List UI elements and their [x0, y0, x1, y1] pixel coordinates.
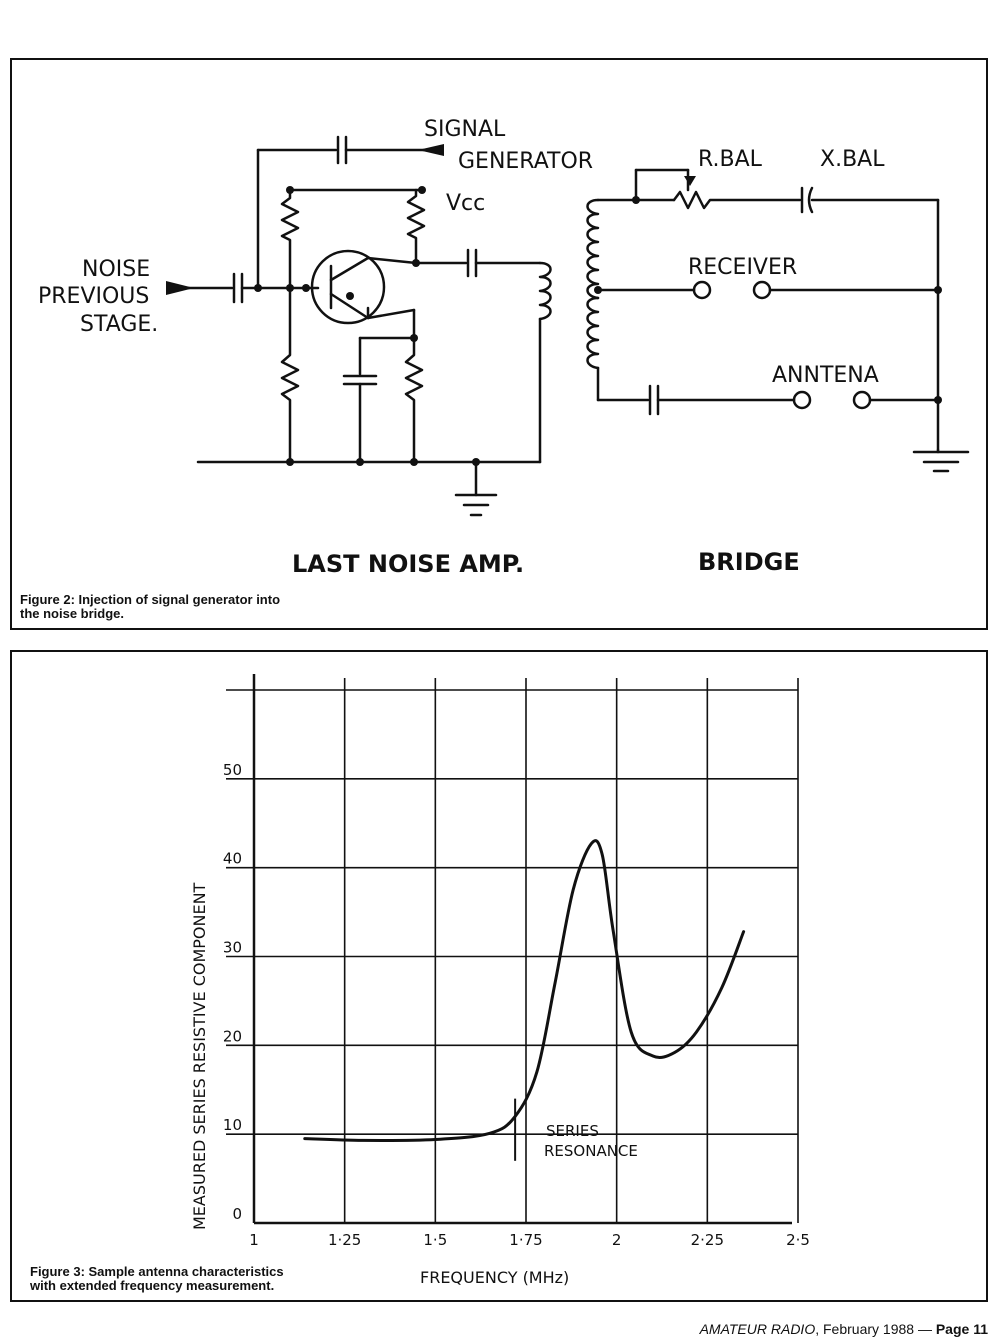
signal-generator-arrow — [418, 144, 444, 156]
x-tick-label: 1·25 — [328, 1231, 361, 1249]
x-tick-label: 1·5 — [423, 1231, 447, 1249]
x-tick-label: 1·75 — [509, 1231, 542, 1249]
figure3-caption-line2: with extended frequency measurement. — [30, 1278, 275, 1293]
y-tick-label: 0 — [232, 1205, 242, 1223]
label-r-bal: R.BAL — [698, 147, 763, 172]
y-axis-label: MEASURED SERIES RESISTIVE COMPONENT — [190, 882, 209, 1230]
y-tick-label: 40 — [223, 850, 242, 868]
figure2-caption-line1: Figure 2: Injection of signal generator … — [20, 592, 281, 607]
bridge-transformer-coil-lower — [586, 296, 600, 370]
y-tick-label: 10 — [223, 1116, 242, 1134]
label-last-noise-amp: LAST NOISE AMP. — [292, 550, 524, 578]
annotation-resonance: RESONANCE — [544, 1142, 638, 1160]
antenna-terminal-a — [792, 390, 812, 410]
figure3-caption: Figure 3: Sample antenna characteristics… — [30, 1265, 350, 1293]
noise-input-arrow — [166, 281, 194, 295]
y-tick-label: 50 — [223, 761, 242, 779]
label-antenna: ANNTENA — [772, 363, 879, 388]
receiver-terminal-a — [692, 280, 712, 300]
bias-resistor-top — [280, 188, 300, 290]
footer-page: Page 11 — [935, 1321, 988, 1337]
footer-magazine: AMATEUR RADIO — [699, 1321, 816, 1337]
footer-date: , February 1988 — — [815, 1321, 936, 1337]
collector-resistor — [406, 188, 426, 265]
figure2-caption: Figure 2: Injection of signal generator … — [20, 593, 340, 621]
figure2-caption-line2: the noise bridge. — [20, 606, 125, 621]
y-tick-label: 30 — [223, 939, 242, 957]
bridge-transformer-coil-upper — [586, 198, 600, 300]
x-tick-label: 2 — [612, 1231, 622, 1249]
figure3-caption-line1: Figure 3: Sample antenna characteristics — [30, 1264, 284, 1279]
figure3-panel — [10, 650, 988, 1302]
label-x-bal: X.BAL — [820, 147, 885, 172]
label-previous: PREVIOUS — [38, 284, 149, 309]
r-bal-potentiometer — [672, 190, 802, 210]
y-tick-label: 20 — [223, 1027, 242, 1045]
label-vcc: Vcc — [446, 191, 485, 216]
x-tick-label: 2·25 — [691, 1231, 724, 1249]
page-footer: AMATEUR RADIO, February 1988 — Page 11 — [700, 1321, 988, 1337]
label-bridge: BRIDGE — [698, 548, 800, 576]
transistor — [310, 249, 386, 325]
figure2-panel — [10, 58, 988, 630]
x-axis-label: FREQUENCY (MHz) — [420, 1268, 569, 1287]
label-stage: STAGE. — [80, 312, 158, 337]
annotation-series: SERIES — [546, 1122, 599, 1140]
x-tick-label: 1 — [249, 1231, 259, 1249]
bias-resistor-bottom — [280, 286, 300, 464]
series-line — [303, 839, 746, 1142]
label-generator: GENERATOR — [458, 149, 593, 174]
label-signal: SIGNAL — [424, 117, 506, 142]
emitter-resistor — [404, 336, 424, 464]
label-receiver: RECEIVER — [688, 255, 797, 280]
output-coil — [538, 261, 552, 321]
x-tick-label: 2·5 — [786, 1231, 810, 1249]
label-noise: NOISE — [82, 257, 150, 282]
